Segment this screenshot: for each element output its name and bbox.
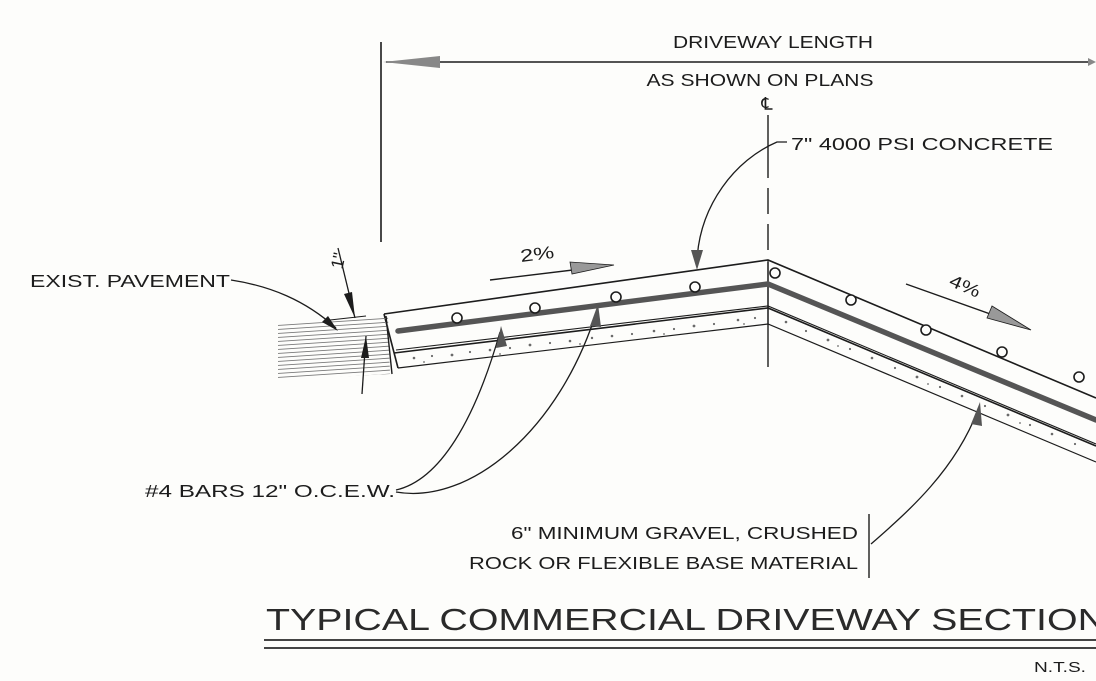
gravel-label-line1: 6" MINIMUM GRAVEL, CRUSHED xyxy=(511,523,858,543)
dimension-arrow-left xyxy=(383,56,440,68)
rebar-label: #4 BARS 12" O.C.E.W. xyxy=(145,481,395,501)
drawing-title: TYPICAL COMMERCIAL DRIVEWAY SECTION xyxy=(266,602,1096,637)
existing-pavement-label: EXIST. PAVEMENT xyxy=(30,271,230,291)
pavement-gap-dimension: 1" xyxy=(327,247,369,395)
pavement-gap-label: 1" xyxy=(327,251,350,271)
gravel-callout: 6" MINIMUM GRAVEL, CRUSHED ROCK OR FLEXI… xyxy=(469,402,982,578)
concrete-slab xyxy=(383,259,1096,463)
existing-pavement-callout: EXIST. PAVEMENT xyxy=(30,271,338,331)
slope-indicator-left: 2% xyxy=(489,242,615,281)
centerline-symbol: ℄ xyxy=(760,94,773,114)
gravel-base-dots xyxy=(412,316,1077,446)
title-block: TYPICAL COMMERCIAL DRIVEWAY SECTION N.T.… xyxy=(264,602,1096,676)
rebar-mat xyxy=(395,267,1096,423)
pavement-joint-line xyxy=(385,315,393,375)
rebar-crossbars xyxy=(451,267,1085,383)
slope-left-label: 2% xyxy=(519,242,555,266)
concrete-label: 7" 4000 PSI CONCRETE xyxy=(791,134,1053,154)
dimension-arrow-right xyxy=(1088,58,1096,66)
rebar-main xyxy=(395,281,1096,423)
gravel-label-line2: ROCK OR FLEXIBLE BASE MATERIAL xyxy=(469,553,858,573)
existing-pavement-hatch xyxy=(278,317,390,380)
scale-note: N.T.S. xyxy=(1034,660,1086,676)
concrete-callout: 7" 4000 PSI CONCRETE xyxy=(691,134,1053,270)
rebar-callout: #4 BARS 12" O.C.E.W. xyxy=(145,304,601,501)
slope-right-label: 4% xyxy=(946,270,983,301)
as-shown-on-plans-label: AS SHOWN ON PLANS xyxy=(647,70,874,90)
slope-indicator-right: 4% xyxy=(905,270,1032,331)
driveway-length-label: DRIVEWAY LENGTH xyxy=(673,32,873,52)
driveway-length-dimension: DRIVEWAY LENGTH AS SHOWN ON PLANS xyxy=(380,32,1096,242)
